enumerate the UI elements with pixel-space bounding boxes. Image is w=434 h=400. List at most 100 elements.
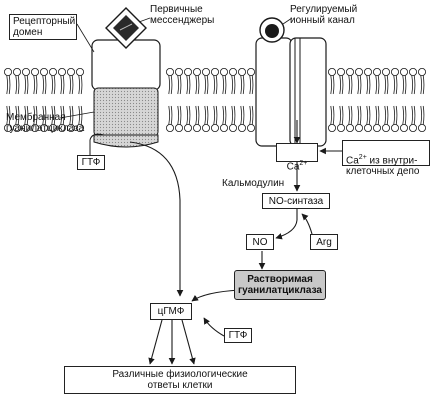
lipid-tail xyxy=(420,105,422,125)
lipid-tail xyxy=(422,75,425,95)
cgmp-box: цГМФ xyxy=(150,303,192,320)
lipid-head xyxy=(165,124,174,133)
lipid-tail xyxy=(332,75,335,95)
lipid-tail xyxy=(206,75,209,95)
lipid-tail xyxy=(224,75,227,95)
lipid-head xyxy=(417,68,426,77)
lipid-tail xyxy=(213,105,215,125)
lipid-tail xyxy=(357,75,359,95)
lipid-tail xyxy=(233,105,236,125)
primary-messengers-label: Первичные мессенджеры xyxy=(150,4,215,26)
lipid-head xyxy=(327,68,336,77)
lipid-head xyxy=(183,68,192,77)
soluble-gc-box: Растворимая гуанилатциклаза xyxy=(234,270,326,300)
lipid-head xyxy=(12,68,21,77)
lipid-tail xyxy=(375,105,377,125)
ca-depot-box: Ca2+ из внутри- клеточных депо xyxy=(342,140,430,177)
lipid-tail xyxy=(24,105,26,125)
lipid-head xyxy=(4,68,12,77)
lipid-tail xyxy=(8,105,11,125)
lipid-head xyxy=(58,124,67,133)
lipid-tail xyxy=(188,75,191,95)
receptor-guanylate-cyclase xyxy=(91,7,161,148)
lipid-head xyxy=(219,124,228,133)
lipid-tail xyxy=(332,105,335,125)
lipid-tail xyxy=(213,75,215,95)
lipid-tail xyxy=(240,105,242,125)
lipid-head xyxy=(210,124,219,133)
cell-membrane xyxy=(4,68,426,133)
lipid-tail xyxy=(413,105,416,125)
lipid-tail xyxy=(393,75,395,95)
lipid-tail xyxy=(231,75,233,95)
lipid-head xyxy=(327,124,336,133)
lipid-tail xyxy=(53,75,56,95)
lipid-tail xyxy=(51,75,53,95)
lipid-tail xyxy=(350,105,353,125)
lipid-tail xyxy=(413,75,416,95)
lipid-head xyxy=(246,124,255,133)
lipid-tail xyxy=(224,105,227,125)
lipid-tail xyxy=(33,75,35,95)
lipid-tail xyxy=(6,75,8,95)
lipid-tail xyxy=(60,105,62,125)
receptor-transmembrane-domain xyxy=(93,87,159,137)
lipid-head xyxy=(399,124,408,133)
lipid-tail xyxy=(411,105,413,125)
lipid-tail xyxy=(368,75,371,95)
lipid-head xyxy=(408,68,417,77)
lipid-tail xyxy=(206,105,209,125)
lipid-tail xyxy=(251,105,254,125)
lipid-tail xyxy=(15,75,17,95)
lipid-tail xyxy=(179,75,182,95)
lipid-head xyxy=(40,68,49,77)
lipid-tail xyxy=(251,75,254,95)
receptor-domain-label: Рецепторный домен xyxy=(9,14,77,40)
lipid-tail xyxy=(242,75,245,95)
lipid-tail xyxy=(330,105,332,125)
lipid-tail xyxy=(15,105,17,125)
channel-body-left xyxy=(255,37,293,147)
lipid-tail xyxy=(186,75,188,95)
lipid-head xyxy=(345,124,354,133)
lipid-tail xyxy=(249,75,251,95)
lipid-tail xyxy=(26,105,29,125)
lipid-head xyxy=(67,124,76,133)
lipid-tail xyxy=(78,75,80,95)
lipid-tail xyxy=(170,75,173,95)
lipid-head xyxy=(363,124,372,133)
lipid-head xyxy=(354,68,363,77)
lipid-tail xyxy=(348,75,350,95)
lipid-tail xyxy=(177,105,179,125)
lipid-head xyxy=(210,68,219,77)
lipid-head xyxy=(76,68,85,77)
lipid-head xyxy=(192,124,201,133)
lipid-tail xyxy=(350,75,353,95)
lipid-tail xyxy=(42,105,44,125)
lipid-tail xyxy=(366,105,368,125)
lipid-tail xyxy=(62,75,65,95)
lipid-tail xyxy=(402,105,404,125)
lipid-tail xyxy=(215,105,218,125)
lipid-tail xyxy=(359,75,362,95)
lipid-tail xyxy=(69,105,71,125)
lipid-tail xyxy=(393,105,395,125)
lipid-head xyxy=(399,68,408,77)
lipid-tail xyxy=(204,75,206,95)
receptor-intracellular-domain xyxy=(93,134,159,148)
lipid-tail xyxy=(395,105,398,125)
lipid-tail xyxy=(411,75,413,95)
lipid-tail xyxy=(341,105,344,125)
lipid-head xyxy=(372,124,381,133)
ca-depot-ion-label: Ca xyxy=(346,155,359,167)
lipid-head xyxy=(345,68,354,77)
lipid-head xyxy=(228,124,237,133)
lipid-tail xyxy=(35,75,38,95)
lipid-head xyxy=(237,124,246,133)
lipid-tail xyxy=(8,75,11,95)
lipid-head xyxy=(4,124,12,133)
lipid-tail xyxy=(377,105,380,125)
lipid-tail xyxy=(69,75,71,95)
lipid-head xyxy=(174,124,183,133)
